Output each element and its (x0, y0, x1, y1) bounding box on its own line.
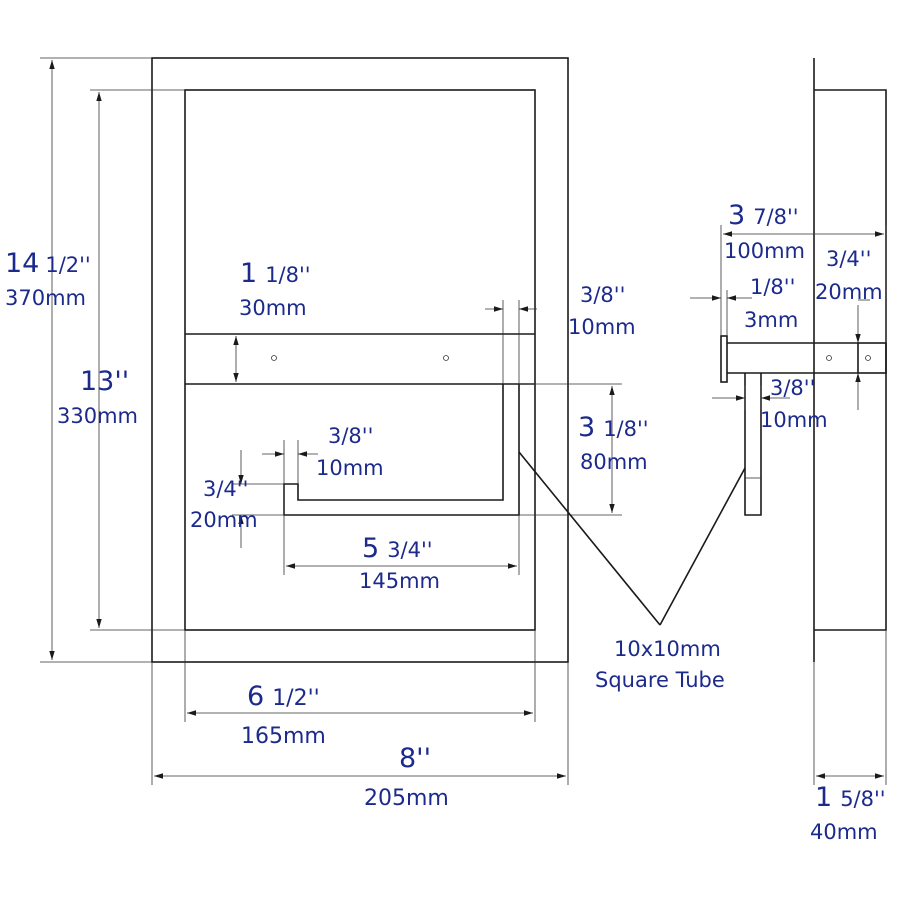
tube-offset-metric: 10mm (316, 456, 384, 480)
plate-label: 1/8'' (750, 275, 795, 299)
plate-metric: 3mm (744, 308, 798, 332)
outer-frame (151, 57, 569, 663)
gap-right-label: 3/8'' (580, 283, 625, 307)
bar-height-metric: 30mm (239, 296, 307, 320)
screw-hole-right (443, 355, 449, 361)
side-view (720, 58, 887, 662)
inner-panel (184, 89, 536, 631)
recess-box (814, 89, 887, 631)
square-tube-holder (283, 384, 520, 516)
screw-hole-left (271, 355, 277, 361)
side-tube-holder (744, 373, 762, 516)
tube-size-metric: 20mm (190, 508, 258, 532)
callout-size-label: 10x10mm (614, 637, 721, 661)
outer-width-label: 8'' (399, 743, 431, 774)
inner-width-metric: 165mm (241, 724, 326, 749)
front-dimension-lines (49, 60, 615, 779)
depth-metric: 40mm (810, 820, 878, 844)
tube-length-metric: 145mm (359, 569, 440, 593)
holder-depth-metric: 80mm (580, 450, 648, 474)
tube-offset-label: 3/8'' (328, 424, 373, 448)
side-screw-hole-1 (826, 355, 832, 361)
tube-gap-label: 3/8'' (770, 376, 815, 400)
side-dimension-lines (690, 231, 884, 779)
extension-lines (40, 57, 622, 785)
inner-height-label: 13'' (80, 366, 129, 397)
square-tube-callout-leaders (518, 451, 746, 626)
projection-metric: 100mm (724, 239, 805, 263)
side-screw-hole-2 (865, 355, 871, 361)
mount-flange (857, 342, 887, 374)
tube-gap-metric: 10mm (760, 408, 828, 432)
front-view (151, 57, 569, 663)
tube-size-label: 3/4'' (203, 477, 248, 501)
inner-height-metric: 330mm (57, 404, 138, 428)
callout-type-label: Square Tube (595, 668, 725, 692)
outer-height-metric: 370mm (5, 286, 86, 310)
flange-metric: 20mm (815, 280, 883, 304)
face-plate (720, 335, 728, 383)
gap-right-metric: 10mm (568, 315, 636, 339)
outer-width-metric: 205mm (364, 786, 449, 811)
flange-label: 3/4'' (826, 247, 871, 271)
